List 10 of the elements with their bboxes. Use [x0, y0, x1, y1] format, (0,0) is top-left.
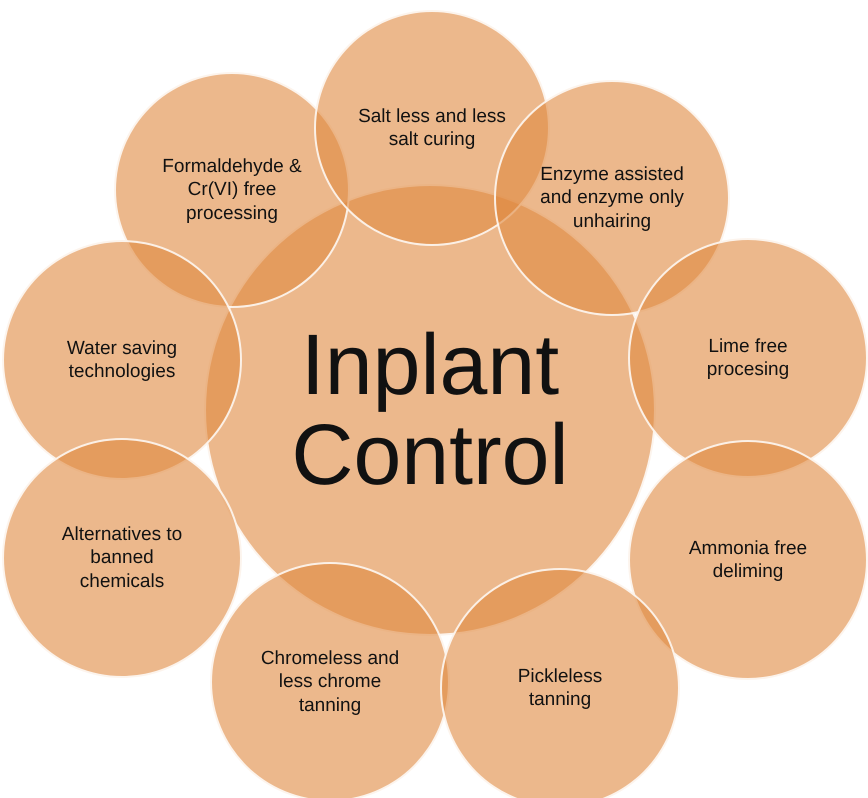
- topic-label: Formaldehyde & Cr(VI) free processing: [161, 155, 303, 225]
- topic-label: Water saving technologies: [66, 336, 178, 384]
- topic-label: Enzyme assisted and enzyme only unhairing: [539, 163, 685, 233]
- topic-label: Salt less and less salt curing: [357, 104, 507, 152]
- topic-label: Lime free procesing: [706, 334, 790, 382]
- topic-label: Pickleless tanning: [516, 664, 604, 712]
- topic-label: Ammonia free deliming: [688, 536, 808, 584]
- topic-label: Chromeless and less chrome tanning: [260, 647, 400, 717]
- center-title: Inplant Control: [290, 320, 570, 500]
- topic-label: Alternatives to banned chemicals: [60, 523, 184, 593]
